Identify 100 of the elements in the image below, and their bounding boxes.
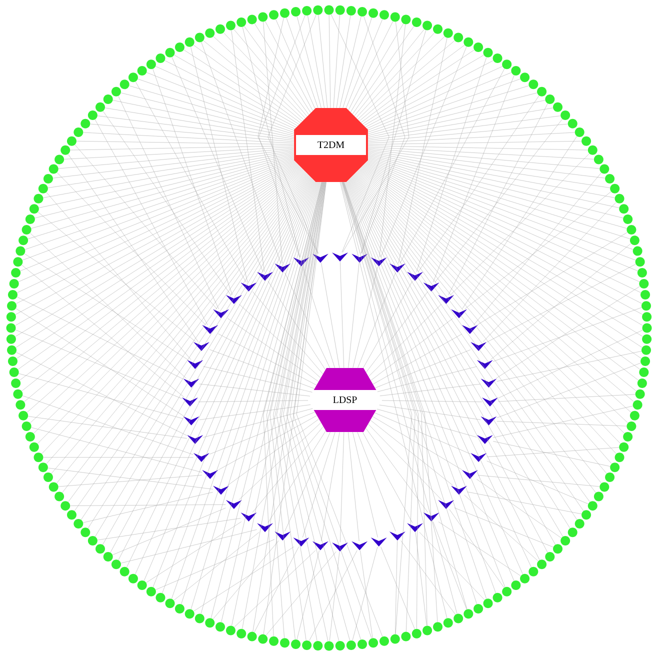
target-circle xyxy=(22,224,32,234)
network-edge xyxy=(263,22,282,264)
network-edge xyxy=(238,422,322,500)
network-edge xyxy=(174,532,260,600)
network-edge xyxy=(172,57,264,272)
target-circle xyxy=(226,20,236,30)
network-edge xyxy=(38,212,196,342)
target-circle xyxy=(474,42,484,52)
network-edge xyxy=(496,362,641,418)
chevron-marker xyxy=(476,435,493,444)
target-circle xyxy=(454,614,464,624)
chevron-marker xyxy=(470,342,487,351)
network-edge xyxy=(213,36,304,120)
network-edge xyxy=(368,152,620,208)
network-edge xyxy=(286,18,318,108)
network-edge xyxy=(74,144,218,310)
target-circle xyxy=(88,110,98,120)
target-circle xyxy=(38,462,48,472)
network-edge xyxy=(482,202,616,342)
network-edge xyxy=(352,266,378,368)
network-edge xyxy=(366,292,428,372)
target-circle xyxy=(626,224,636,234)
target-circle xyxy=(642,334,652,344)
network-edge xyxy=(366,66,502,129)
target-circle xyxy=(280,638,290,648)
network-edge xyxy=(416,57,487,272)
network-edge xyxy=(418,96,540,272)
target-circle xyxy=(80,528,90,538)
network-edge xyxy=(268,280,326,370)
network-edge xyxy=(340,262,344,368)
target-circle xyxy=(610,184,620,194)
target-circle xyxy=(492,54,502,64)
network-edge xyxy=(31,427,202,472)
network-edge xyxy=(56,172,206,325)
network-edge xyxy=(379,404,481,420)
network-edge xyxy=(368,146,588,150)
network-edge xyxy=(454,508,554,548)
chevron-marker xyxy=(274,531,291,540)
network-edge xyxy=(368,100,546,138)
network-edge xyxy=(360,550,373,638)
target-circle xyxy=(60,145,70,155)
network-edge xyxy=(97,116,294,140)
network-edge xyxy=(68,154,198,342)
target-circle xyxy=(600,164,610,174)
target-circle xyxy=(502,586,512,596)
network-edge xyxy=(203,40,302,122)
network-edge xyxy=(348,432,360,542)
target-circle xyxy=(38,184,48,194)
target-circle xyxy=(588,501,598,511)
network-edge xyxy=(146,72,294,131)
target-circle xyxy=(520,72,530,82)
network-edge xyxy=(102,111,231,295)
target-circle xyxy=(640,290,650,300)
chevron-marker xyxy=(312,541,328,550)
target-circle xyxy=(610,462,620,472)
target-circle xyxy=(346,640,356,650)
target-circle xyxy=(66,136,76,146)
network-edge xyxy=(296,550,320,640)
target-circle xyxy=(454,32,464,42)
network-edge xyxy=(146,522,242,583)
network-edge xyxy=(368,154,624,218)
chevron-marker xyxy=(332,542,348,552)
network-edge xyxy=(368,124,568,142)
network-edge xyxy=(242,26,300,258)
octagon-node: T2DM xyxy=(294,108,368,182)
network-edge xyxy=(432,522,467,610)
chevron-marker xyxy=(462,470,478,479)
target-circle xyxy=(280,8,290,18)
target-circle xyxy=(7,301,17,311)
chevron-marker xyxy=(213,486,229,495)
network-edge xyxy=(486,460,588,504)
network-edge xyxy=(366,428,428,512)
target-circle xyxy=(194,32,204,42)
target-circle xyxy=(43,472,53,482)
target-circle xyxy=(502,60,512,70)
network-edge xyxy=(112,508,226,555)
target-circle xyxy=(433,622,443,632)
network-edge xyxy=(340,432,344,542)
target-circle xyxy=(605,472,615,482)
target-circle xyxy=(528,566,538,576)
target-circle xyxy=(635,257,645,267)
target-circle xyxy=(96,544,105,554)
target-circle xyxy=(174,604,184,614)
target-circle xyxy=(120,80,130,90)
network-edge xyxy=(198,400,308,402)
network-edge xyxy=(28,416,188,439)
network-edge xyxy=(321,432,340,542)
chevron-marker xyxy=(312,254,328,263)
network-edge xyxy=(492,441,610,466)
target-circle xyxy=(443,28,453,38)
network-edge xyxy=(138,78,294,132)
target-circle xyxy=(184,609,194,619)
network-edge xyxy=(498,330,643,398)
target-circle xyxy=(474,604,484,614)
network-edge xyxy=(203,408,313,438)
target-circle xyxy=(594,492,604,502)
network-edge xyxy=(333,14,340,108)
network-edge xyxy=(368,141,582,145)
network-edge xyxy=(58,148,294,169)
target-circle xyxy=(13,257,23,267)
